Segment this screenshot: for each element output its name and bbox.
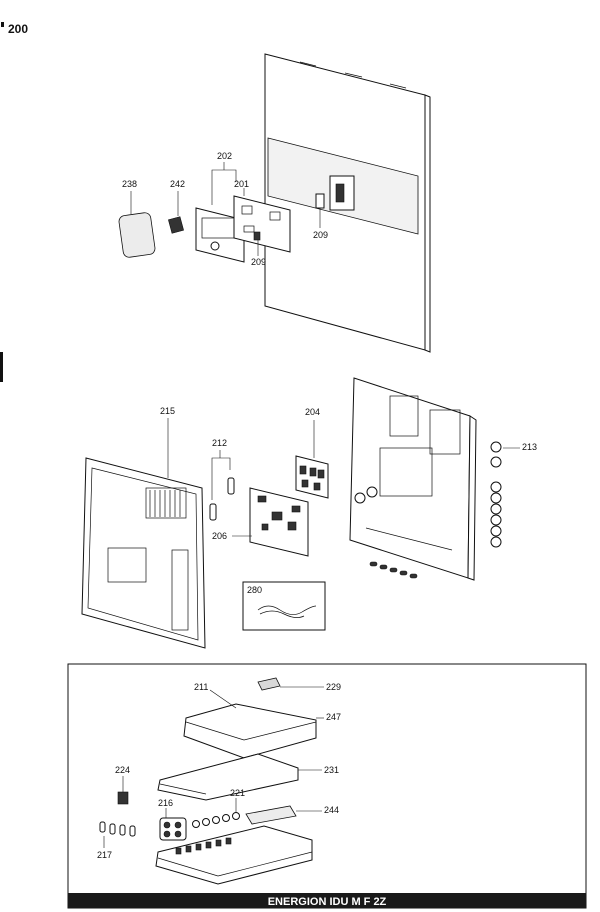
wall-panel bbox=[264, 53, 431, 353]
relay-board-204 bbox=[295, 420, 329, 499]
hinge-clips-212 bbox=[209, 450, 235, 521]
screws-217 bbox=[99, 821, 136, 848]
bracket-202 bbox=[211, 162, 245, 205]
mounting-plate-201 bbox=[233, 195, 291, 253]
label-247: 247 bbox=[326, 712, 341, 722]
page-number: 200 bbox=[8, 22, 28, 36]
label-216: 216 bbox=[158, 798, 173, 808]
model-banner bbox=[68, 893, 586, 908]
cable-grommets bbox=[369, 561, 418, 579]
label-212: 212 bbox=[212, 438, 227, 448]
vent-grille bbox=[145, 487, 187, 519]
kit-frame bbox=[67, 663, 587, 909]
model-banner-text: ENERGION IDU M F 2Z bbox=[268, 896, 387, 908]
terminal-cover-247 bbox=[183, 703, 324, 759]
label-215: 215 bbox=[160, 406, 175, 416]
connector-209a bbox=[315, 193, 325, 228]
label-201: 201 bbox=[234, 179, 249, 189]
label-221: 221 bbox=[230, 788, 245, 798]
label-209-top: 209 bbox=[313, 230, 328, 240]
terminal-base bbox=[155, 825, 313, 885]
fuse-row-221 bbox=[192, 798, 240, 828]
label-204: 204 bbox=[305, 407, 320, 417]
label-202: 202 bbox=[217, 151, 232, 161]
label-280: 280 bbox=[247, 585, 262, 595]
cap-229 bbox=[257, 677, 324, 691]
label-229: 229 bbox=[326, 682, 341, 692]
main-board-206 bbox=[232, 487, 309, 557]
label-238: 238 bbox=[122, 179, 137, 189]
label-217: 217 bbox=[97, 850, 112, 860]
label-242: 242 bbox=[170, 179, 185, 189]
label-224: 224 bbox=[115, 765, 130, 775]
connector-block-216 bbox=[159, 808, 187, 841]
front-cover-215 bbox=[81, 418, 206, 649]
clip-242 bbox=[168, 191, 184, 234]
connector-224 bbox=[117, 776, 129, 805]
top-cover-231 bbox=[157, 753, 322, 801]
left-edge-tab bbox=[0, 352, 3, 382]
label-244: 244 bbox=[324, 805, 339, 815]
label-213: 213 bbox=[522, 442, 537, 452]
label-211: 211 bbox=[194, 682, 208, 692]
cable-glands-213 bbox=[490, 441, 520, 548]
sensor-238 bbox=[118, 191, 156, 258]
label-231: 231 bbox=[324, 765, 339, 775]
page-corner-mark bbox=[1, 22, 4, 27]
label-sheet-244 bbox=[245, 805, 322, 825]
label-209-bottom: 209 bbox=[251, 257, 266, 267]
back-housing bbox=[349, 377, 477, 581]
label-206: 206 bbox=[212, 531, 227, 541]
cable-kit-280 bbox=[242, 581, 326, 631]
